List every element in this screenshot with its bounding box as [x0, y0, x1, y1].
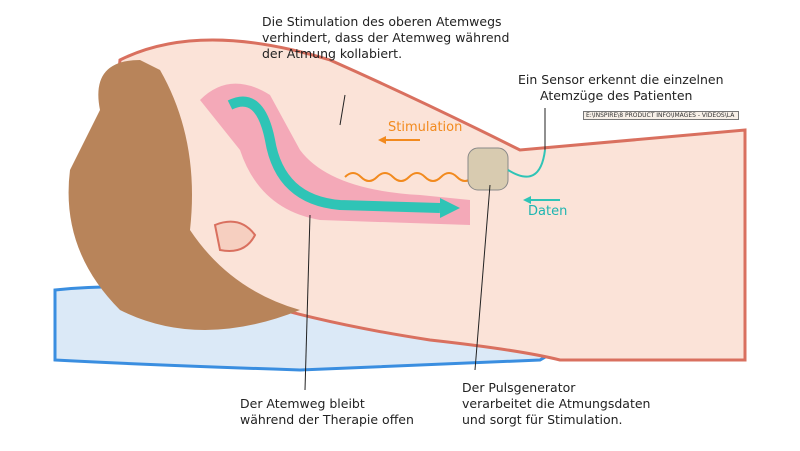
line: Atemzüge des Patienten: [540, 88, 693, 103]
sensor-lead: [507, 149, 546, 178]
line: Der Pulsgenerator: [462, 380, 576, 395]
data-arrow-label: Daten: [528, 204, 568, 219]
airway-note: Der Atemweg bleibt während der Therapie …: [240, 396, 414, 428]
line: verarbeitet die Atmungsdaten: [462, 396, 651, 411]
ear: [213, 220, 257, 252]
line: während der Therapie offen: [240, 412, 414, 427]
line: verhindert, dass der Atemweg während: [262, 30, 510, 45]
sensor-note: Ein Sensor erkennt die einzelnen Atemzüg…: [518, 72, 724, 104]
line: Der Atemweg bleibt: [240, 396, 365, 411]
file-path-tooltip: E:\INSPIRE\8 PRODUCT INFO\IMAGES - VIDEO…: [583, 111, 739, 120]
line: der Atmung kollabiert.: [262, 46, 403, 61]
pulse-generator: [467, 147, 509, 191]
line: und sorgt für Stimulation.: [462, 412, 623, 427]
line: Ein Sensor erkennt die einzelnen: [518, 72, 724, 87]
hair: [68, 60, 300, 330]
stimulation-note: Die Stimulation des oberen Atemwegs verh…: [262, 14, 509, 62]
airflow-arrow: [227, 96, 441, 213]
stimulation-arrow-label: Stimulation: [388, 120, 463, 135]
generator-note: Der Pulsgenerator verarbeitet die Atmung…: [462, 380, 650, 428]
line: Die Stimulation des oberen Atemwegs: [262, 14, 502, 29]
